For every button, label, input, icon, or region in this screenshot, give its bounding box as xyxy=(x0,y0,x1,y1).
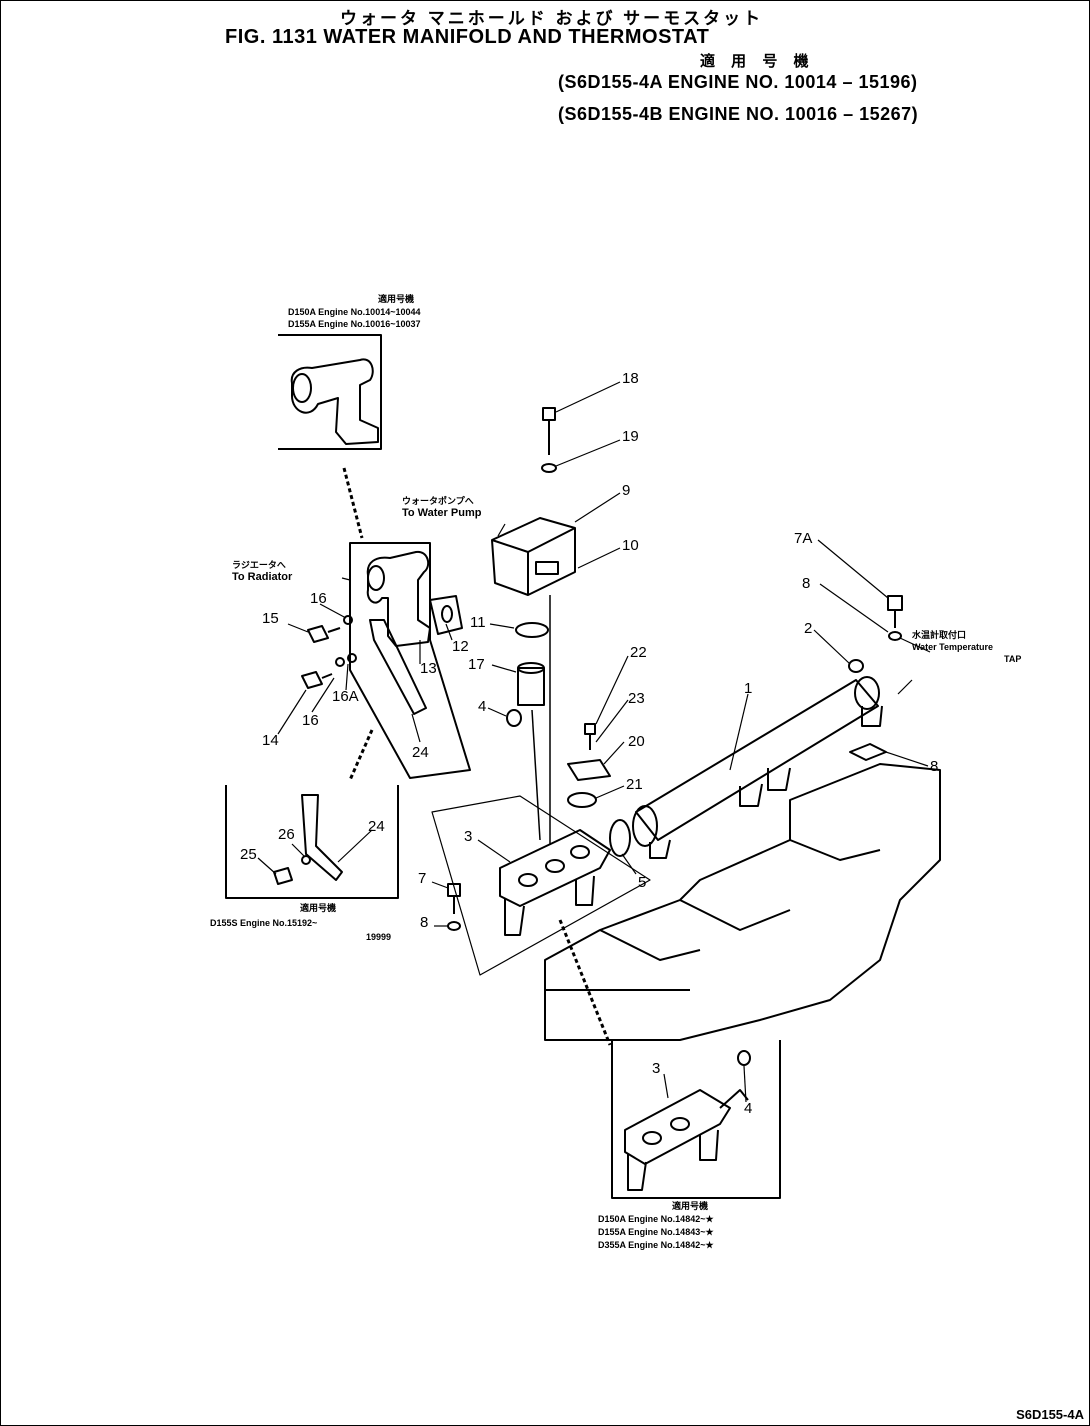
bottom-applicability-line-1: D150A Engine No.14842~★ xyxy=(598,1214,714,1224)
bottom-applicability-jp: 適用号機 xyxy=(672,1201,709,1211)
bottom-inset-outlet xyxy=(611,1040,781,1199)
top-applicability-jp: 適用号機 xyxy=(378,294,415,304)
ref-24: 24 xyxy=(412,744,429,761)
ref-19: 19 xyxy=(622,428,639,445)
temperature-note-line-2: TAP xyxy=(1004,654,1022,664)
ref-18: 18 xyxy=(622,370,639,387)
ref-15: 15 xyxy=(262,610,279,627)
exploded-arrow-2 xyxy=(348,729,374,781)
water-pump-note: To Water Pump xyxy=(402,507,482,519)
left-applicability-jp: 適用号機 xyxy=(300,903,337,913)
ref-4-inset: 4 xyxy=(744,1100,753,1117)
bolt-14 xyxy=(301,653,357,689)
water-manifold xyxy=(632,676,883,859)
bolt-7a xyxy=(887,595,903,641)
ref-16-top: 16 xyxy=(310,590,327,607)
radiator-note: To Radiator xyxy=(232,571,293,583)
bottom-applicability-line-2: D155A Engine No.14843~★ xyxy=(598,1227,714,1237)
left-applicability-line-1: D155S Engine No.15192~ xyxy=(210,918,318,928)
ref-26: 26 xyxy=(278,826,295,843)
applicability-japanese: 適 用 号 機 xyxy=(700,53,815,70)
ref-3: 3 xyxy=(464,828,473,845)
ref-7a: 7A xyxy=(794,530,813,547)
top-inset-elbow xyxy=(278,334,382,450)
left-applicability-line-2: 19999 xyxy=(366,932,392,942)
ref-2: 2 xyxy=(804,620,813,637)
thermostat-housing-group xyxy=(349,542,471,779)
ref-25: 25 xyxy=(240,846,257,863)
plug-4 xyxy=(506,709,522,727)
ref-1: 1 xyxy=(744,680,753,697)
ref-13: 13 xyxy=(420,660,437,677)
water-outlet-3 xyxy=(499,829,611,936)
o-ring-5 xyxy=(609,819,631,857)
ref-17: 17 xyxy=(468,656,485,673)
ref-14: 14 xyxy=(262,732,279,749)
ref-8-right: 8 xyxy=(802,575,811,592)
bolt-18 xyxy=(541,407,557,473)
ref-23: 23 xyxy=(628,690,645,707)
drawing-code: S6D155-4A xyxy=(1016,1407,1084,1422)
ref-22: 22 xyxy=(630,644,647,661)
gasket-6 xyxy=(849,743,887,761)
engine-range-4a: (S6D155-4A ENGINE NO. 10014 – 15196) xyxy=(558,72,918,92)
bottom-applicability-line-3: D355A Engine No.14842~★ xyxy=(598,1240,714,1250)
outlet-group-outline xyxy=(431,795,651,976)
temperature-note-line-1: Water Temperature xyxy=(912,642,994,652)
temperature-note-jp: 水温計取付口 xyxy=(912,630,967,640)
bolt-7 xyxy=(447,883,461,931)
gasket-11 xyxy=(515,622,549,638)
ref-8-gasket: 8 xyxy=(930,758,939,775)
bolt-15 xyxy=(307,615,353,643)
engine-head xyxy=(544,763,941,1041)
left-inset-bracket xyxy=(225,785,399,899)
ref-9: 9 xyxy=(622,482,631,499)
thermostat-17 xyxy=(517,662,545,706)
thermostat-cover xyxy=(491,517,576,596)
ref-12: 12 xyxy=(452,638,469,655)
plug-2 xyxy=(848,659,864,673)
gasket-21 xyxy=(567,792,597,808)
figure-title: FIG. 1131 WATER MANIFOLD AND THERMOSTAT xyxy=(225,26,710,48)
exploded-arrow-1 xyxy=(342,467,364,539)
ref-8-left: 8 xyxy=(420,914,429,931)
engine-range-4b: (S6D155-4B ENGINE NO. 10016 – 15267) xyxy=(558,104,919,124)
top-applicability-line-1: D150A Engine No.10014~10044 xyxy=(288,307,421,317)
ref-10: 10 xyxy=(622,537,639,554)
top-applicability-line-2: D155A Engine No.10016~10037 xyxy=(288,319,421,329)
bolt-22 xyxy=(584,723,596,750)
exploded-arrow-3 xyxy=(558,919,612,1046)
ref-20: 20 xyxy=(628,733,645,750)
ref-3-inset: 3 xyxy=(652,1060,661,1077)
ref-7: 7 xyxy=(418,870,427,887)
ref-21: 21 xyxy=(626,776,643,793)
ref-4-top: 4 xyxy=(478,698,487,715)
ref-16a: 16A xyxy=(332,688,359,705)
ref-5: 5 xyxy=(638,874,647,891)
title-japanese: ウォータ マニホールド および サーモスタット xyxy=(340,9,764,28)
ref-11: 11 xyxy=(470,614,486,631)
ref-24-inset: 24 xyxy=(368,818,385,835)
plate-20 xyxy=(567,759,611,781)
radiator-note-jp: ラジエータへ xyxy=(232,560,286,570)
ref-16-bottom: 16 xyxy=(302,712,319,729)
reference-leaders xyxy=(257,381,931,1103)
water-pump-note-jp: ウォータポンプへ xyxy=(402,496,474,506)
